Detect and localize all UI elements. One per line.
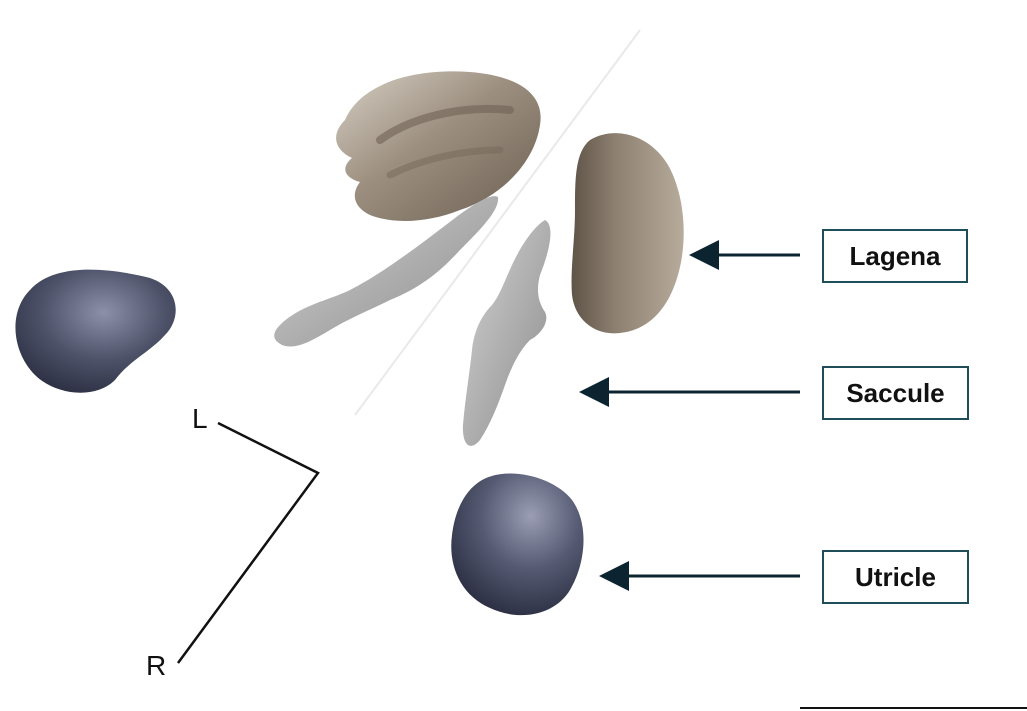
right-orientation-label: R	[146, 650, 166, 682]
saccule-label: Saccule	[822, 366, 969, 420]
top-brown-otolith	[336, 71, 541, 221]
lagena-label: Lagena	[822, 229, 968, 283]
left-orientation-label: L	[192, 403, 208, 435]
utricle-otolith	[451, 474, 583, 616]
saccule-macula	[463, 220, 551, 446]
lagena-otolith	[572, 133, 684, 333]
left-utricle-otolith	[15, 270, 175, 393]
utricle-label: Utricle	[822, 550, 969, 604]
orientation-axes	[178, 423, 318, 663]
